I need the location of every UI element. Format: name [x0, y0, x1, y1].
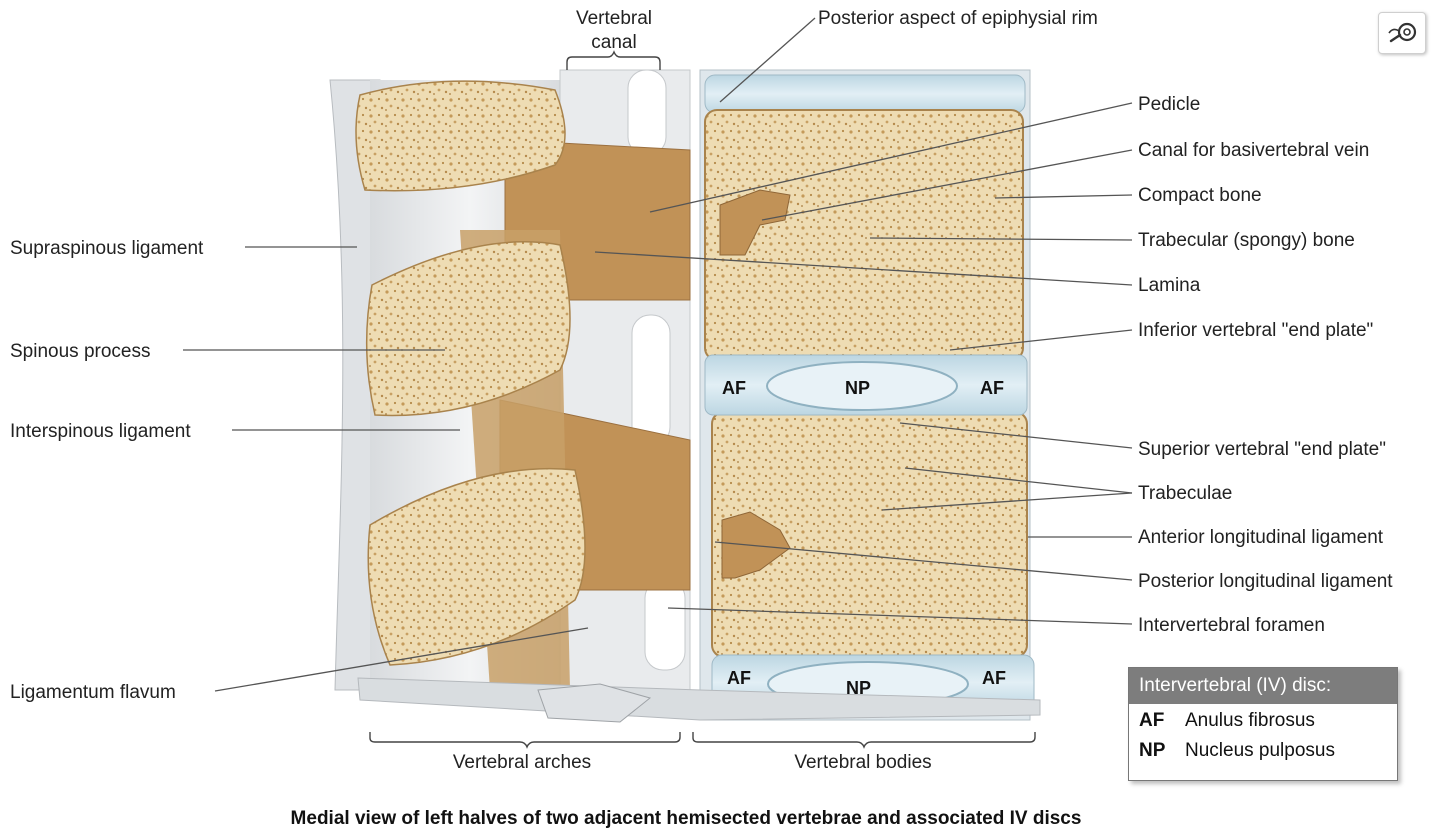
vertebral-arches-brace	[369, 732, 681, 749]
label-trabecular-bone: Trabecular (spongy) bone	[1138, 230, 1355, 251]
label-vertebral-bodies: Vertebral bodies	[794, 752, 931, 773]
label-vertebral-canal-line2: canal	[591, 32, 636, 53]
label-superior-end-plate: Superior vertebral "end plate"	[1138, 439, 1386, 460]
leader-lines	[183, 17, 1133, 692]
disc-lower-af-left: AF	[727, 668, 751, 688]
label-vertebral-arches: Vertebral arches	[453, 752, 591, 773]
vertebral-canal-brace	[566, 50, 661, 70]
legend-row-af: AF Anulus fibrosus	[1129, 708, 1397, 734]
disc-lower-np: NP	[846, 678, 871, 698]
disc-lower-af-right: AF	[982, 668, 1006, 688]
zoom-button[interactable]	[1378, 12, 1426, 54]
vertebral-bodies-brace	[692, 732, 1036, 749]
legend-abbr: AF	[1139, 710, 1165, 731]
zoom-icon	[1388, 22, 1417, 43]
label-interspinous-ligament: Interspinous ligament	[10, 421, 191, 442]
label-lamina: Lamina	[1138, 275, 1201, 296]
label-pedicle: Pedicle	[1138, 94, 1200, 115]
legend-text: Anulus fibrosus	[1185, 710, 1315, 731]
label-intervertebral-foramen: Intervertebral foramen	[1138, 615, 1325, 636]
label-ligamentum-flavum: Ligamentum flavum	[10, 682, 176, 703]
disc-legend: Intervertebral (IV) disc: AF Anulus fibro…	[1128, 667, 1398, 781]
label-inferior-end-plate: Inferior vertebral "end plate"	[1138, 320, 1373, 341]
legend-abbr: NP	[1139, 740, 1166, 761]
legend-text: Nucleus pulposus	[1185, 740, 1335, 761]
label-vertebral-canal-line1: Vertebral	[576, 8, 652, 29]
disc-upper-np: NP	[845, 378, 870, 398]
anatomy-illustration	[329, 69, 1041, 723]
label-canal-basivertebral-vein: Canal for basivertebral vein	[1138, 140, 1369, 161]
disc-upper-af-left: AF	[722, 378, 746, 398]
label-posterior-longitudinal-ligament: Posterior longitudinal ligament	[1138, 571, 1393, 592]
legend-row-np: NP Nucleus pulposus	[1129, 738, 1397, 764]
legend-title: Intervertebral (IV) disc:	[1129, 668, 1397, 704]
disc-upper-af-right: AF	[980, 378, 1004, 398]
label-supraspinous-ligament: Supraspinous ligament	[10, 238, 204, 259]
label-trabeculae: Trabeculae	[1138, 483, 1232, 504]
figure-caption: Medial view of left halves of two adjace…	[291, 808, 1082, 829]
label-compact-bone: Compact bone	[1138, 185, 1262, 206]
label-posterior-aspect-epiphysial-rim: Posterior aspect of epiphysial rim	[818, 8, 1098, 29]
label-spinous-process: Spinous process	[10, 341, 150, 362]
label-anterior-longitudinal-ligament: Anterior longitudinal ligament	[1138, 527, 1384, 548]
